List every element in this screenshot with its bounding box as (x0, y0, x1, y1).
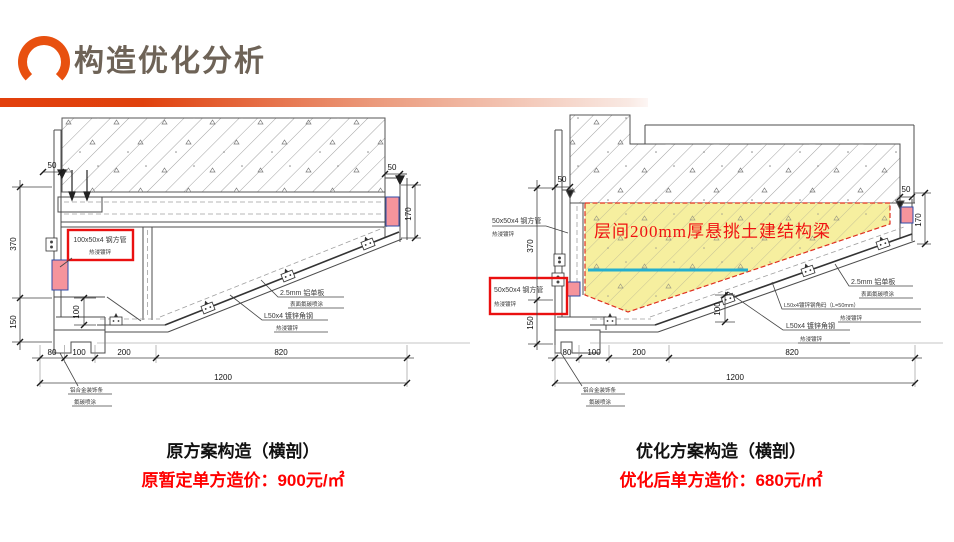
dim-80: 80 (563, 348, 572, 357)
panel-label: 2.5mm 铝单板 (851, 277, 895, 286)
panel-label-2: 表面氟碳喷涂 (290, 300, 324, 308)
panel-label-2: 表面氟碳喷涂 (861, 290, 895, 298)
bracket-label-2: 热浸镀锌 (840, 314, 863, 322)
dim-50-left: 50 (48, 161, 57, 170)
header-divider (0, 98, 648, 107)
tube-b-label-2: 热浸镀锌 (494, 300, 517, 308)
optimized-scheme-drawing: 层间200mm厚悬挑土建结构梁 (488, 114, 943, 407)
original-scheme-drawing: 100x50x4 钢方管 热浸镀锌 2.5mm 铝单板 表面氟碳喷涂 L50x4… (9, 117, 470, 407)
tube-b-label: 50x50x4 钢方管 (494, 285, 543, 294)
annotations: 2.5mm 铝单板 表面氟碳喷涂 L50x4 镀锌角钢 热浸镀锌 铝合金装饰条 … (59, 279, 344, 407)
dim-100: 100 (713, 302, 722, 316)
brand-ring-icon (18, 36, 70, 88)
beam-note: 层间200mm厚悬挑土建结构梁 (594, 222, 831, 241)
angle-label-2: 热浸镀锌 (276, 324, 299, 332)
concrete-slab (569, 114, 915, 204)
trim-label: 铝合金装饰条 (583, 386, 617, 394)
structure-lines (551, 129, 943, 354)
dim-50-right: 50 (902, 185, 911, 194)
tube-a-label: 50x50x4 钢方管 (492, 216, 541, 225)
angle-label: L50x4 镀锌角钢 (786, 321, 835, 330)
dim-50-left: 50 (558, 175, 567, 184)
left-price: 原暂定单方造价：900元/㎡ (141, 471, 345, 490)
tube-callout: 100x50x4 钢方管 热浸镀锌 (59, 228, 135, 268)
steel-tube-highlight-left (51, 259, 69, 291)
dim-b100: 100 (587, 348, 601, 357)
dim-820: 820 (785, 348, 799, 357)
steel-tube-highlight-right (385, 196, 400, 227)
dim-150: 150 (9, 315, 18, 329)
right-caption: 优化方案构造（横剖） (636, 442, 806, 461)
dim-100: 100 (72, 305, 81, 319)
dim-1200: 1200 (726, 373, 744, 382)
tube-callout: 50x50x4 钢方管 热浸镀锌 (488, 276, 569, 316)
trim-label-2: 氟碳喷涂 (589, 398, 612, 406)
dim-200: 200 (117, 348, 131, 357)
concrete-slab (61, 117, 386, 193)
dim-170: 170 (404, 207, 413, 221)
dim-1200: 1200 (214, 373, 232, 382)
panel-label: 2.5mm 铝单板 (280, 288, 324, 297)
dim-b100: 100 (72, 348, 86, 357)
dim-170: 170 (914, 213, 923, 227)
angle-label-2: 热浸镀锌 (800, 335, 823, 343)
dim-80: 80 (48, 348, 57, 357)
dim-50-right: 50 (388, 163, 397, 172)
cantilever-beam-highlight: 层间200mm厚悬挑土建结构梁 (584, 202, 891, 313)
steel-tube-highlight-right (900, 206, 914, 224)
right-price: 优化后单方造价：680元/㎡ (619, 471, 823, 490)
annotations: 2.5mm 铝单板 表面氟碳喷涂 L50x4镀锌钢角码（L=50mm） 热浸镀锌… (560, 263, 921, 407)
tube-label: 100x50x4 钢方管 (73, 235, 126, 244)
dim-150: 150 (526, 316, 535, 330)
bracket-label: L50x4镀锌钢角码（L=50mm） (784, 301, 859, 309)
steel-tube-highlight-left (566, 281, 581, 297)
dim-370: 370 (526, 239, 535, 253)
slope-clips (109, 236, 376, 326)
page-title: 构造优化分析 (74, 45, 266, 78)
tube-label-2: 热浸镀锌 (89, 248, 112, 256)
tube-label-top: 50x50x4 钢方管 热浸镀锌 (492, 216, 569, 238)
angle-label: L50x4 镀锌角钢 (264, 311, 313, 320)
dim-370: 370 (9, 237, 18, 251)
structure-lines (45, 129, 470, 354)
dim-200: 200 (632, 348, 646, 357)
dim-820: 820 (274, 348, 288, 357)
dimensions: 50 50 170 370 150 100 80 100 (9, 161, 421, 387)
left-caption: 原方案构造（横剖） (166, 442, 320, 461)
tube-a-label-2: 热浸镀锌 (492, 230, 515, 238)
slope-clips (603, 236, 891, 326)
trim-label-2: 氟碳喷涂 (74, 398, 97, 406)
dimensions: 50 50 170 370 150 100 80 100 (526, 175, 931, 387)
trim-label: 铝合金装饰条 (70, 386, 104, 394)
